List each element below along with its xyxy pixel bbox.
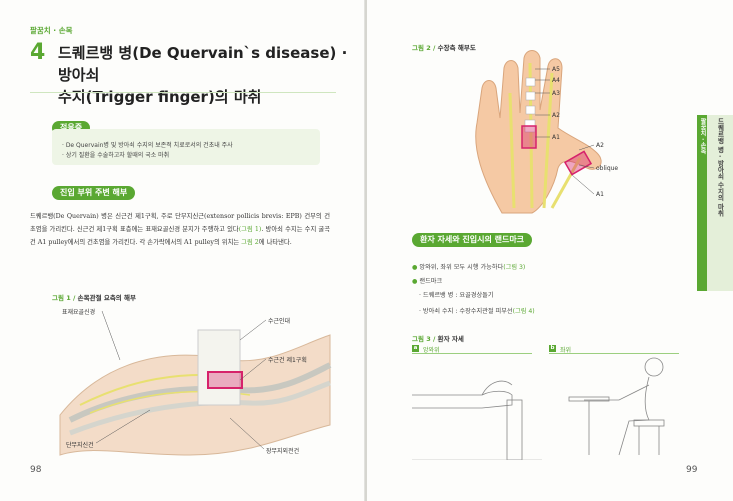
label-thumb-a1: A1 [596,191,604,198]
figure3-number: 그림 3 / [412,335,438,343]
body-paragraph: 드퀘르뱅(De Quervain) 병은 신근건 제1구획, 주로 단무지신근(… [30,210,330,249]
figure1-title: 손목관절 요측의 해부 [77,294,137,302]
figure2-title: 수장측 해부도 [437,44,476,52]
supine-position-sketch [412,380,542,460]
wrist-anatomy-illustration [59,329,332,456]
breadcrumb: 팔꿈치 · 손목 [30,26,73,35]
label-a1: A1 [552,134,560,141]
label-thumb-a2: A2 [596,142,604,149]
title-rule [30,92,336,93]
seated-position-sketch [568,357,665,456]
figure-reference: (그림 4) [512,308,535,315]
page-number-left: 98 [30,465,42,475]
figure-reference: (그림 3) [503,264,526,271]
indication-item: · De Quervain병 및 방아쇠 수지의 보존적 치료로서의 건초내 주… [62,142,233,149]
label-first-compartment: 수근건 제1구획 [268,357,307,364]
subfigure-b-tag: b [549,345,556,352]
bullet-2: ● 랜드마크 [412,278,443,285]
indications-box: · De Quervain병 및 방아쇠 수지의 보존적 치료로서의 건초내 주… [52,129,320,165]
subfigure-a-tag: a [412,345,419,352]
label-a5: A5 [552,66,560,73]
figure1-caption: 그림 1 / 손목관절 요측의 해부 [52,292,136,302]
bullet-2-text: 랜드마크 [419,278,443,285]
callout-lines [95,310,267,450]
label-a2: A2 [552,112,560,119]
indication-item: · 상기 질환을 수술하고자 할때의 국소 마취 [62,152,170,159]
thumb-index-section-bar [697,115,707,291]
figure-reference: (그림 1) [238,226,262,233]
chapter-title-line1: 드퀘르뱅 병(De Quervain`s disease) · 방아쇠 [58,44,348,84]
label-a3: A3 [552,90,560,97]
body-text: 드퀘르뱅(De Quervain) 병은 신근건 제1구획, 주로 단무지신근(… [30,213,330,233]
bullet-1-text: 앙와위, 좌위 모두 시행 가능하다 [419,264,504,271]
hand-anatomy-illustration [475,50,602,214]
label-oblique: oblique [596,165,619,172]
bullet-3: · 드퀘르뱅 병 : 요골경상돌기 [419,292,494,299]
left-page: 팔꿈치 · 손목 4 드퀘르뱅 병(De Quervain`s disease)… [0,0,366,501]
subfigure-a-label: 앙와위 [423,347,440,354]
body-text: 에 나타낸다. [258,239,292,246]
figure-reference: 그림 2 [241,239,259,246]
label-epb: 단무지신건 [66,442,94,449]
bullet-4-text: · 방아쇠 수지 : 수장수지관절 피부선 [419,308,513,315]
thumb-index-section: 팔꿈치 · 손목 [699,118,706,155]
label-extensor-retinaculum: 수근인대 [268,318,291,325]
label-superficial-radial-nerve: 표재요골신경 [62,309,96,316]
bullet-4: · 방아쇠 수지 : 수장수지관절 피부선(그림 4) [419,306,535,315]
right-page: 그림 2 / 수장측 해부도 A5 A4 A3 A2 A1 A2 oblique… [367,0,733,501]
thumb-index-chapter: 드퀘르뱅 병 · 방아쇠 수지의 마취 [716,118,724,217]
figure1-number: 그림 1 / [52,294,78,302]
label-a4: A4 [552,77,560,84]
anatomy-heading: 진입 부위 주변 해부 [52,186,136,200]
subfigure-b-label: 좌위 [560,347,572,354]
figure2-number: 그림 2 / [412,44,438,52]
subfigure-a-rule [412,353,532,354]
label-apl: 장무지외전건 [266,448,300,455]
chapter-number: 4 [30,40,46,65]
figure3-title: 환자 자세 [437,335,464,343]
subfigure-b-rule [549,353,679,354]
gutter [364,0,368,501]
figure3-caption: 그림 3 / 환자 자세 [412,333,464,343]
hand-callout-lines [535,68,595,195]
position-heading: 환자 자세와 진입시의 랜드마크 [412,233,533,247]
figure2-caption: 그림 2 / 수장측 해부도 [412,42,476,52]
bullet-1: ● 앙와위, 좌위 모두 시행 가능하다(그림 3) [412,264,526,271]
page-number-right: 99 [686,465,698,475]
body-text: . 방아쇠 수지는 수지 굴곡건 A1 pulley에서의 건초염을 가리킨다.… [30,226,330,246]
